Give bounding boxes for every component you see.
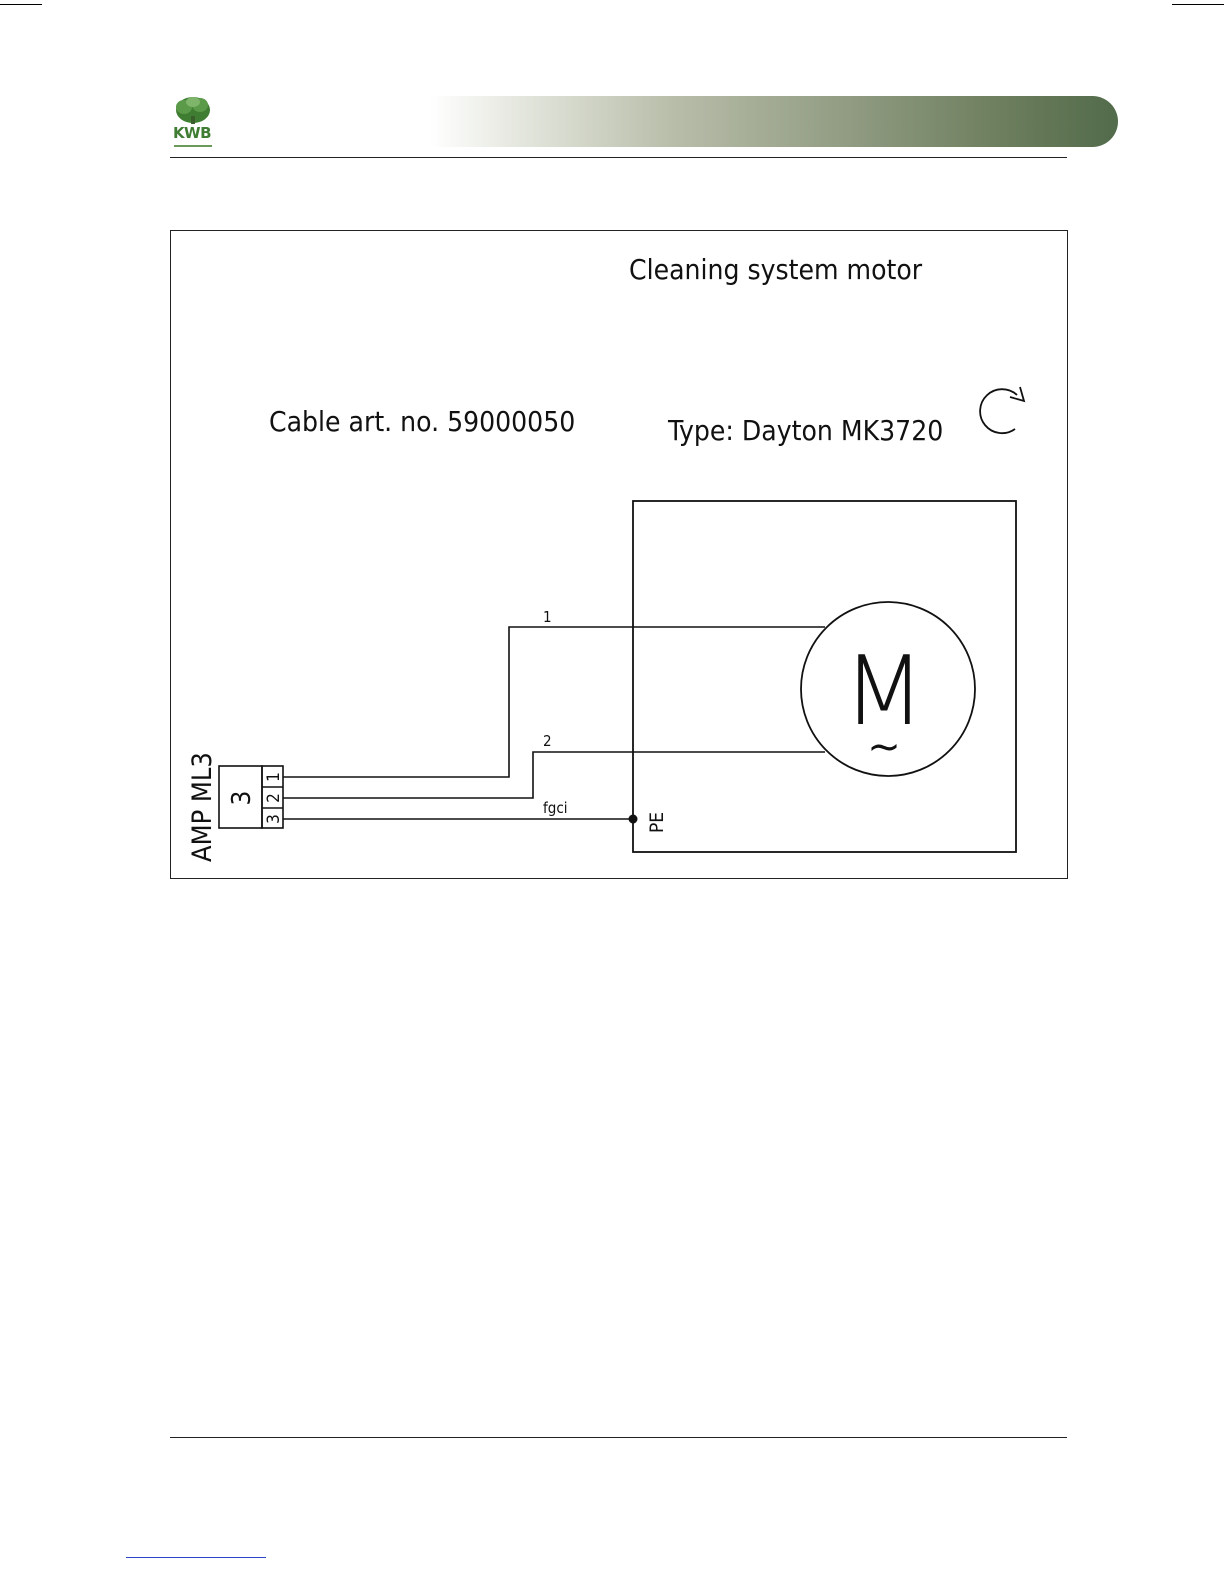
ac-symbol: ~ — [867, 724, 901, 770]
footer-link-underline — [126, 1557, 266, 1558]
clockwise-rotation-icon — [980, 387, 1024, 433]
connector-pin-3: 3 — [264, 814, 284, 824]
wire-2-label: 2 — [543, 732, 552, 750]
connector-label: AMP ML3 — [187, 752, 218, 862]
motor-type-label: Type: Dayton MK3720 — [667, 414, 943, 447]
connector-block: 3 1 2 3 AMP ML3 — [187, 752, 284, 862]
motor-housing — [633, 501, 1016, 852]
cable-label: Cable art. no. 59000050 — [269, 405, 575, 438]
footer-rule — [170, 1437, 1067, 1438]
pe-junction — [629, 815, 638, 824]
connector-count: 3 — [227, 791, 257, 806]
diagram-title: Cleaning system motor — [629, 253, 923, 286]
wire-1 — [283, 627, 825, 777]
pe-label: PE — [646, 812, 668, 833]
wire-1-label: 1 — [543, 608, 552, 626]
connector-pin-2: 2 — [264, 793, 284, 803]
connector-pin-1: 1 — [264, 772, 284, 782]
wire-2 — [283, 752, 825, 798]
motor-symbol: M ~ — [801, 602, 975, 776]
wire-pe-label: fgci — [543, 799, 568, 817]
